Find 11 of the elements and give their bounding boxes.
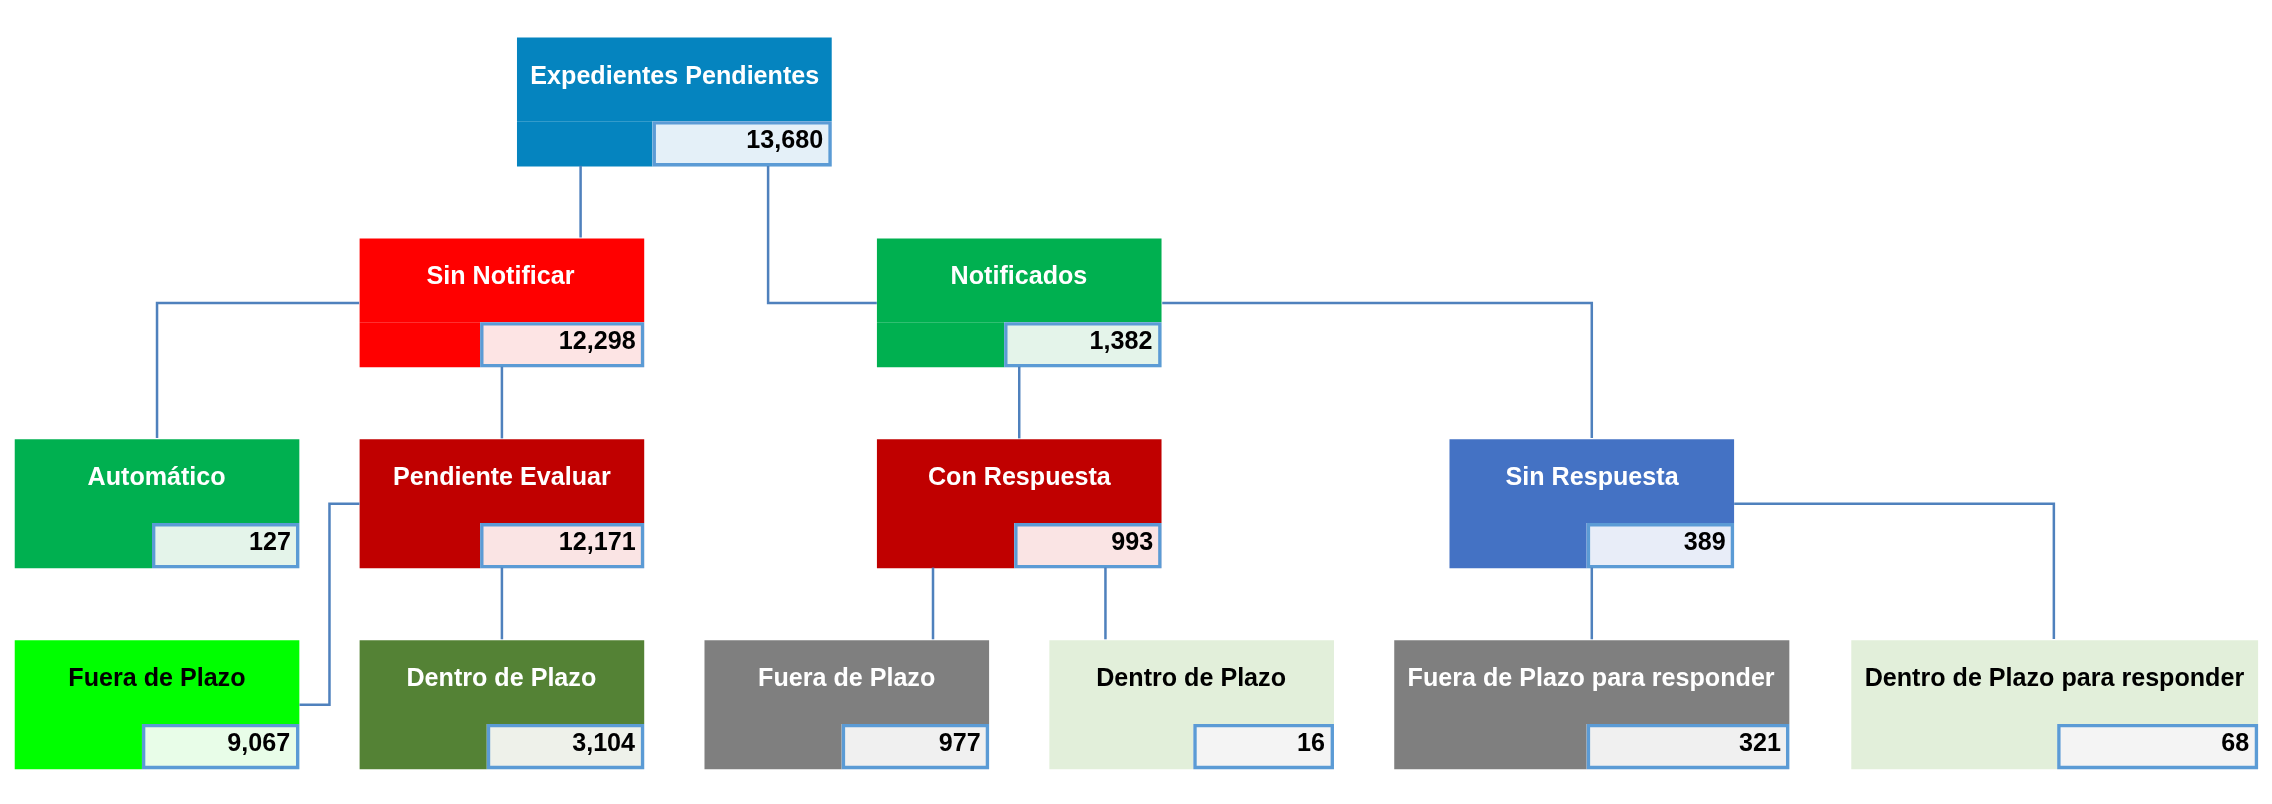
connector — [766, 165, 877, 304]
connector — [1162, 301, 1594, 438]
connector — [931, 567, 935, 639]
connector — [500, 567, 504, 639]
connector — [579, 165, 582, 237]
connector — [1734, 502, 2056, 639]
connector — [1017, 366, 1021, 438]
connector — [500, 366, 504, 438]
connector — [1104, 567, 1107, 639]
connector — [155, 301, 360, 438]
connector — [1590, 567, 1594, 639]
